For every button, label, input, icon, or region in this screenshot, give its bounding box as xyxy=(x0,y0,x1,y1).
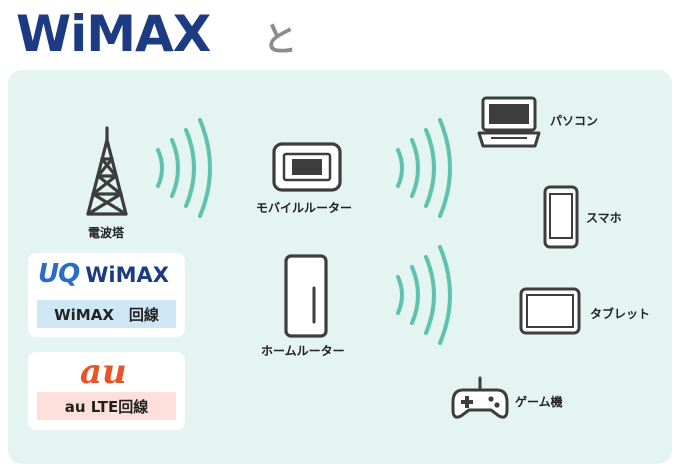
au-lte-line-label: au LTE回線 xyxy=(37,392,176,420)
radio-wave-icon xyxy=(156,118,212,218)
au-card: au au LTE回線 xyxy=(28,352,185,430)
tablet-icon xyxy=(519,287,581,335)
laptop-icon xyxy=(477,96,541,148)
game-label: ゲーム機 xyxy=(515,395,563,409)
smartphone-label: スマホ xyxy=(586,211,622,225)
wimax-line-label: WiMAX 回線 xyxy=(37,300,176,328)
home-router-icon xyxy=(284,254,328,338)
title-wimax: WiMAX xyxy=(16,5,211,63)
tower-label: 電波塔 xyxy=(88,226,125,240)
smartphone-icon xyxy=(543,185,579,249)
game-controller-icon xyxy=(451,376,509,419)
mobile-router-label: モバイルルーター xyxy=(256,201,353,215)
mobile-router-icon xyxy=(272,142,342,192)
uq-logo-text: UQ xyxy=(38,259,80,289)
au-logo: au xyxy=(80,352,127,392)
wimax-logo-text: WiMAX xyxy=(85,263,169,287)
tablet-label: タブレット xyxy=(590,307,651,321)
home-router-label: ホームルーター xyxy=(261,344,345,358)
pc-label: パソコン xyxy=(550,114,599,128)
radio-wave-icon xyxy=(396,245,452,345)
radio-wave-icon xyxy=(396,118,452,218)
radio-tower-icon xyxy=(86,126,128,216)
